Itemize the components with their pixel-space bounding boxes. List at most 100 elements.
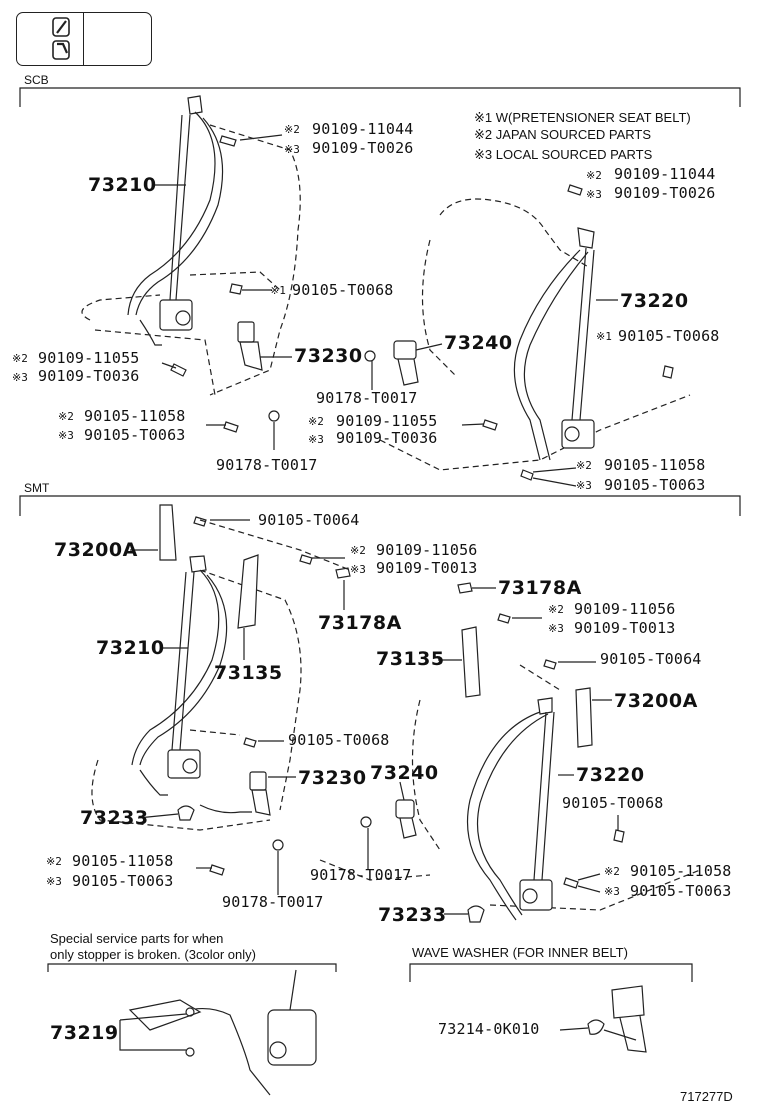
bolt-90105-T0068-scb-left: 90105-T0068	[292, 281, 394, 299]
bolt-90109-11056-smt-left: 90109-11056	[376, 541, 478, 559]
bolt-90105-T0063-smt-left: 90105-T0063	[72, 872, 174, 890]
smt-right-seat-outline	[319, 664, 701, 911]
mark-3: ※3	[284, 143, 300, 156]
part-73220-scb: 73220	[620, 290, 689, 312]
smt-73135-left-cover	[237, 554, 259, 660]
bolt-90105-11058-scb-left: 90105-11058	[84, 407, 186, 425]
mark-2: ※2	[350, 544, 366, 557]
bolt-90109-T0026-scb-left: 90109-T0026	[312, 139, 414, 157]
scb-center-seat-outline	[379, 198, 691, 471]
mark-3: ※3	[604, 885, 620, 898]
scb-bolts-left	[170, 135, 280, 433]
scb-section-bracket	[19, 87, 741, 107]
scb-left-seat-outline	[81, 124, 301, 396]
smt-section-bracket	[19, 495, 741, 516]
mark-2: ※2	[58, 410, 74, 423]
wave-washer-bracket	[409, 963, 693, 982]
bolt-90109-11044-scb-right: 90109-11044	[614, 165, 716, 183]
smt-73233-bottom-cover	[444, 905, 485, 923]
note-japan-sourced: ※2 JAPAN SOURCED PARTS	[474, 127, 652, 142]
bolt-90105-T0063-scb-left: 90105-T0063	[84, 426, 186, 444]
smt-left-bolts	[196, 839, 284, 895]
bolt-90105-T0063-smt-right: 90105-T0063	[630, 882, 732, 900]
part-73200A-smt-left: 73200A	[54, 539, 138, 561]
drawing-number: 717277D	[680, 1089, 733, 1104]
smt-73178A-left-guide	[299, 554, 351, 610]
mark-2: ※2	[12, 352, 28, 365]
nut-90178-T0017-smt-center: 90178-T0017	[310, 866, 412, 884]
mark-3: ※3	[12, 371, 28, 384]
scb-73240-buckle	[364, 340, 498, 431]
scb-73230-buckle	[237, 321, 263, 371]
scb-left-leader-lines	[152, 134, 292, 450]
note-pretensioner: ※1 W(PRETENSIONER SEAT BELT)	[474, 110, 691, 125]
part-73200A-smt-right: 73200A	[614, 690, 698, 712]
mark-2: ※2	[586, 169, 602, 182]
smt-73240-buckle	[360, 781, 417, 870]
smt-73220-belt	[466, 697, 625, 921]
smt-73135-right-cover	[438, 626, 481, 698]
legend-divider	[83, 13, 84, 65]
smt-73200A-right-adjuster	[575, 687, 612, 748]
bolt-90105-11058-scb-right: 90105-11058	[604, 456, 706, 474]
bolt-90105-11058-smt-left: 90105-11058	[72, 852, 174, 870]
nut-90178-T0017-smt-left: 90178-T0017	[222, 893, 324, 911]
mark-3: ※3	[46, 875, 62, 888]
mark-3: ※3	[576, 479, 592, 492]
smt-73210-belt	[131, 555, 228, 796]
mark-2: ※2	[284, 123, 300, 136]
smt-73200A-left-adjuster	[130, 504, 250, 561]
note-local-sourced: ※3 LOCAL SOURCED PARTS	[474, 147, 653, 162]
section-label-scb: SCB	[24, 73, 49, 87]
part-73135-smt-right: 73135	[376, 648, 445, 670]
bolt-90109-T0013-smt-left: 90109-T0013	[376, 559, 478, 577]
smt-73178A-right-guide	[457, 582, 596, 670]
bolt-90109-T0036-scb-left: 90109-T0036	[38, 367, 140, 385]
bolt-90109-T0013-smt-right: 90109-T0013	[574, 619, 676, 637]
view-legend-box	[16, 12, 152, 66]
nut-90178-T0017-scb-center: 90178-T0017	[316, 389, 418, 407]
part-73210-smt: 73210	[96, 637, 165, 659]
part-73210-scb: 73210	[88, 174, 157, 196]
scb-73220-belt	[513, 184, 674, 487]
bolt-90105-T0068-smt-left: 90105-T0068	[288, 731, 390, 749]
bolt-90109-11044-scb-left: 90109-11044	[312, 120, 414, 138]
part-73214-0K010: 73214-0K010	[438, 1020, 540, 1038]
bolt-90105-T0068-scb-right: 90105-T0068	[618, 327, 720, 345]
wave-washer-title: WAVE WASHER (FOR INNER BELT)	[412, 945, 628, 960]
mark-2: ※2	[604, 865, 620, 878]
mark-3: ※3	[350, 563, 366, 576]
part-73178A-smt-right: 73178A	[498, 577, 582, 599]
bolt-90109-T0036-scb-center: 90109-T0036	[336, 429, 438, 447]
part-73220-smt: 73220	[576, 764, 645, 786]
smt-73233-left-cover	[137, 805, 195, 821]
smt-left-seat-outline	[91, 519, 351, 831]
bolt-90109-11055-scb-center: 90109-11055	[336, 412, 438, 430]
mark-3: ※3	[548, 622, 564, 635]
wave-washer-assembly	[559, 985, 647, 1053]
special-parts-bracket	[47, 963, 337, 972]
bolt-90105-T0068-smt-right: 90105-T0068	[562, 794, 664, 812]
mark-3: ※3	[586, 188, 602, 201]
bolt-90105-11058-smt-right: 90105-11058	[630, 862, 732, 880]
bolt-90105-T0063-scb-right: 90105-T0063	[604, 476, 706, 494]
part-73233-smt-left: 73233	[80, 807, 149, 829]
part-73240-scb: 73240	[444, 332, 513, 354]
bolt-90109-11056-smt-right: 90109-11056	[574, 600, 676, 618]
part-73135-smt-left: 73135	[214, 662, 283, 684]
part-73230-scb: 73230	[294, 345, 363, 367]
mark-2: ※2	[308, 415, 324, 428]
special-service-note-line2: only stopper is broken. (3color only)	[50, 947, 256, 962]
part-73233-smt-bottom: 73233	[378, 904, 447, 926]
part-73240-smt: 73240	[370, 762, 439, 784]
bolt-90109-T0026-scb-right: 90109-T0026	[614, 184, 716, 202]
seat-orientation-icon	[52, 17, 70, 60]
mark-3: ※3	[58, 429, 74, 442]
mark-2: ※2	[46, 855, 62, 868]
special-service-note-line1: Special service parts for when	[50, 931, 224, 946]
section-label-smt: SMT	[24, 481, 50, 495]
mark-1: ※1	[270, 284, 286, 297]
mark-2: ※2	[548, 603, 564, 616]
scb-73210-belt	[127, 95, 224, 346]
